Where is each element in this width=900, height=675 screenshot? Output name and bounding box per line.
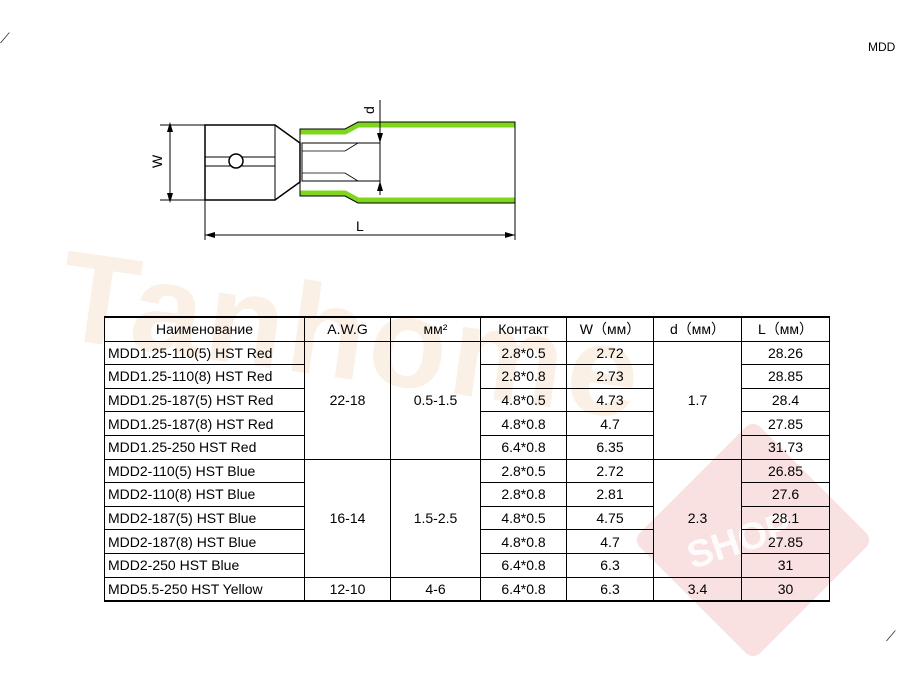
cell-l: 28.85 [741, 364, 830, 389]
table-row: MDD2-110(5) HST Blue 16-14 1.5-2.5 2.8*0… [104, 458, 830, 578]
spec-table: Наименование A.W.G мм² Контакт W（мм） d（м… [104, 315, 830, 603]
cell-name: MDD1.25-250 HST Red [104, 434, 305, 460]
cell-l: 27.6 [741, 482, 830, 507]
cell-contact: 6.4*0.8 [480, 576, 567, 603]
cell-mm2: 0.5-1.5 [390, 340, 481, 460]
cell-name: MDD2-250 HST Blue [104, 552, 305, 578]
table-header-row: Наименование A.W.G мм² Контакт W（мм） d（м… [104, 315, 830, 342]
cell-l: 28.1 [741, 505, 830, 531]
table-row: MDD2-110(8) HST Blue 2.8*0.8 2.81 27.6 [104, 482, 830, 507]
cell-name: MDD2-187(5) HST Blue [104, 505, 305, 531]
cell-l: 31 [741, 552, 830, 578]
cell-awg: 22-18 [304, 340, 391, 460]
cell-name: MDD2-187(8) HST Blue [104, 529, 305, 554]
cell-l: 27.85 [741, 411, 830, 436]
terminal-drawing: W d L [149, 100, 516, 240]
insulation-outer-bottom [300, 190, 515, 203]
barrel-funnel [344, 142, 359, 182]
table-row: MDD2-187(8) HST Blue 4.8*0.8 4.7 27.85 [104, 529, 830, 554]
cell-w: 4.7 [566, 411, 654, 436]
cell-w: 6.3 [566, 576, 654, 603]
table-row: MDD1.25-250 HST Red 6.4*0.8 6.35 31.73 [104, 434, 830, 460]
corner-mark: ⟋ [886, 628, 896, 644]
w-arrow-top [167, 122, 173, 132]
cell-contact: 2.8*0.8 [480, 482, 567, 507]
l-arrow-left [205, 232, 215, 238]
cell-d: 3.4 [653, 576, 742, 603]
d-arrow-bottom [377, 181, 383, 191]
label-l: L [356, 218, 364, 234]
header-w: W（мм） [566, 315, 654, 342]
corner-mark: ⟋ [0, 30, 10, 46]
header-name: Наименование [104, 315, 305, 342]
header-mm2: мм² [390, 315, 481, 342]
cell-contact: 4.8*0.8 [480, 411, 567, 436]
cell-d: 2.3 [653, 458, 742, 578]
cell-contact: 2.8*0.8 [480, 364, 567, 389]
cell-name: MDD1.25-110(8) HST Red [104, 364, 305, 389]
w-arrow-bottom [167, 193, 173, 203]
cell-name: MDD5.5-250 HST Yellow [104, 576, 305, 603]
cell-name: MDD1.25-110(5) HST Red [104, 340, 305, 366]
cell-l: 26.85 [741, 458, 830, 484]
cell-l: 30 [741, 576, 830, 603]
terminal-body [204, 124, 301, 201]
cell-w: 6.35 [566, 434, 654, 460]
cell-contact: 4.8*0.8 [480, 529, 567, 554]
table-row: MDD1.25-110(8) HST Red 2.8*0.8 2.73 28.8… [104, 364, 830, 389]
cell-w: 2.72 [566, 340, 654, 366]
cell-contact: 4.8*0.5 [480, 387, 567, 413]
cell-w: 4.75 [566, 505, 654, 531]
label-d: d [361, 106, 377, 114]
barrel-inner [301, 142, 381, 182]
label-w: W [149, 154, 165, 168]
table-row: MDD2-250 HST Blue 6.4*0.8 6.3 31 [104, 552, 830, 578]
cell-w: 6.3 [566, 552, 654, 578]
cell-l: 31.73 [741, 434, 830, 460]
cell-awg: 16-14 [304, 458, 391, 578]
cell-mm2: 4-6 [390, 576, 481, 603]
table-row: MDD1.25-187(5) HST Red 4.8*0.5 4.73 28.4 [104, 387, 830, 413]
cell-w: 2.73 [566, 364, 654, 389]
cell-l: 27.85 [741, 529, 830, 554]
cell-d: 1.7 [653, 340, 742, 460]
cell-name: MDD1.25-187(5) HST Red [104, 387, 305, 413]
cell-awg: 12-10 [304, 576, 391, 603]
cell-w: 2.81 [566, 482, 654, 507]
product-code-tag: MDD [868, 40, 896, 54]
cell-contact: 2.8*0.5 [480, 458, 567, 484]
cell-contact: 6.4*0.8 [480, 434, 567, 460]
cell-name: MDD2-110(5) HST Blue [104, 458, 305, 484]
table-row: MDD5.5-250 HST Yellow 12-10 4-6 6.4*0.8 … [104, 576, 830, 603]
header-awg: A.W.G [304, 315, 391, 342]
cell-w: 4.7 [566, 529, 654, 554]
d-arrow-top [377, 133, 383, 143]
header-contact: Контакт [480, 315, 567, 342]
cell-name: MDD2-110(8) HST Blue [104, 482, 305, 507]
cell-l: 28.26 [741, 340, 830, 366]
cell-contact: 6.4*0.8 [480, 552, 567, 578]
cell-l: 28.4 [741, 387, 830, 413]
cell-w: 2.72 [566, 458, 654, 484]
header-d: d（мм） [653, 315, 742, 342]
cell-name: MDD1.25-187(8) HST Red [104, 411, 305, 436]
header-l: L（мм） [741, 315, 830, 342]
insulation-outer-top [300, 122, 515, 135]
table-row: MDD1.25-187(8) HST Red 4.8*0.8 4.7 27.85 [104, 411, 830, 436]
terminal-hole [228, 153, 244, 169]
cell-mm2: 1.5-2.5 [390, 458, 481, 578]
cell-contact: 4.8*0.5 [480, 505, 567, 531]
l-arrow-right [505, 232, 515, 238]
cell-w: 4.73 [566, 387, 654, 413]
cell-contact: 2.8*0.5 [480, 340, 567, 366]
table-row: MDD1.25-110(5) HST Red 22-18 0.5-1.5 2.8… [104, 340, 830, 460]
